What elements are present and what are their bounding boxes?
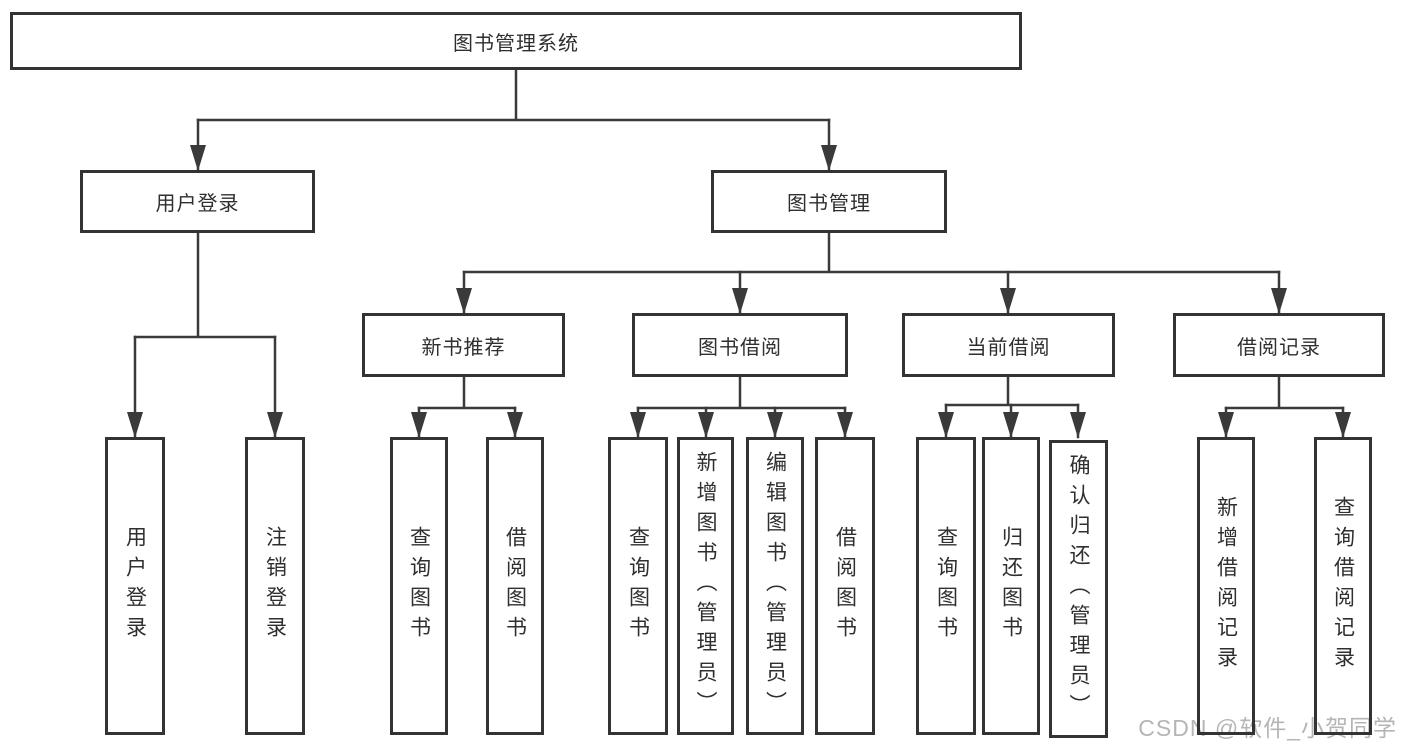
- leaf-label: 新增借阅记录: [1214, 496, 1238, 676]
- node-book-management: 图书管理: [711, 170, 947, 233]
- leaf-label: 归还图书: [999, 526, 1023, 646]
- node-current-borrow: 当前借阅: [902, 313, 1115, 377]
- leaf-user-login: 用户登录: [105, 437, 165, 735]
- leaf-label: 查询图书: [407, 526, 431, 646]
- leaf-edit-books-admin: 编辑图书（管理员）: [746, 437, 804, 735]
- leaf-borrow-books: 借阅图书: [815, 437, 875, 735]
- node-new-book-recommend: 新书推荐: [362, 313, 565, 377]
- leaf-label: 查询图书: [626, 526, 650, 646]
- csdn-watermark: CSDN @软件_小贺同学: [1138, 715, 1397, 741]
- leaf-return-books: 归还图书: [982, 437, 1040, 735]
- leaf-label: 新增图书（管理员）: [694, 451, 717, 721]
- leaf-query-borrow-record: 查询借阅记录: [1314, 437, 1372, 735]
- leaf-borrow-books-recommend: 借阅图书: [486, 437, 544, 735]
- leaf-label: 查询图书: [934, 526, 958, 646]
- leaf-label: 用户登录: [123, 526, 147, 646]
- node-borrow-records: 借阅记录: [1173, 313, 1385, 377]
- leaf-label: 确认归还（管理员）: [1067, 454, 1090, 724]
- leaf-label: 借阅图书: [833, 526, 857, 646]
- node-user-login: 用户登录: [80, 170, 315, 233]
- leaf-logout: 注销登录: [245, 437, 305, 735]
- leaf-query-books-recommend: 查询图书: [390, 437, 448, 735]
- leaf-confirm-return-admin: 确认归还（管理员）: [1049, 440, 1108, 738]
- leaf-query-books-current: 查询图书: [916, 437, 976, 735]
- leaf-label: 查询借阅记录: [1331, 496, 1355, 676]
- leaf-query-books-borrow: 查询图书: [608, 437, 668, 735]
- node-book-borrow: 图书借阅: [632, 313, 848, 377]
- leaf-label: 借阅图书: [503, 526, 527, 646]
- leaf-label: 注销登录: [263, 526, 287, 646]
- leaf-label: 编辑图书（管理员）: [763, 451, 787, 721]
- node-root-system: 图书管理系统: [10, 12, 1022, 70]
- leaf-add-books-admin: 新增图书（管理员）: [677, 437, 734, 735]
- leaf-add-borrow-record: 新增借阅记录: [1197, 437, 1255, 735]
